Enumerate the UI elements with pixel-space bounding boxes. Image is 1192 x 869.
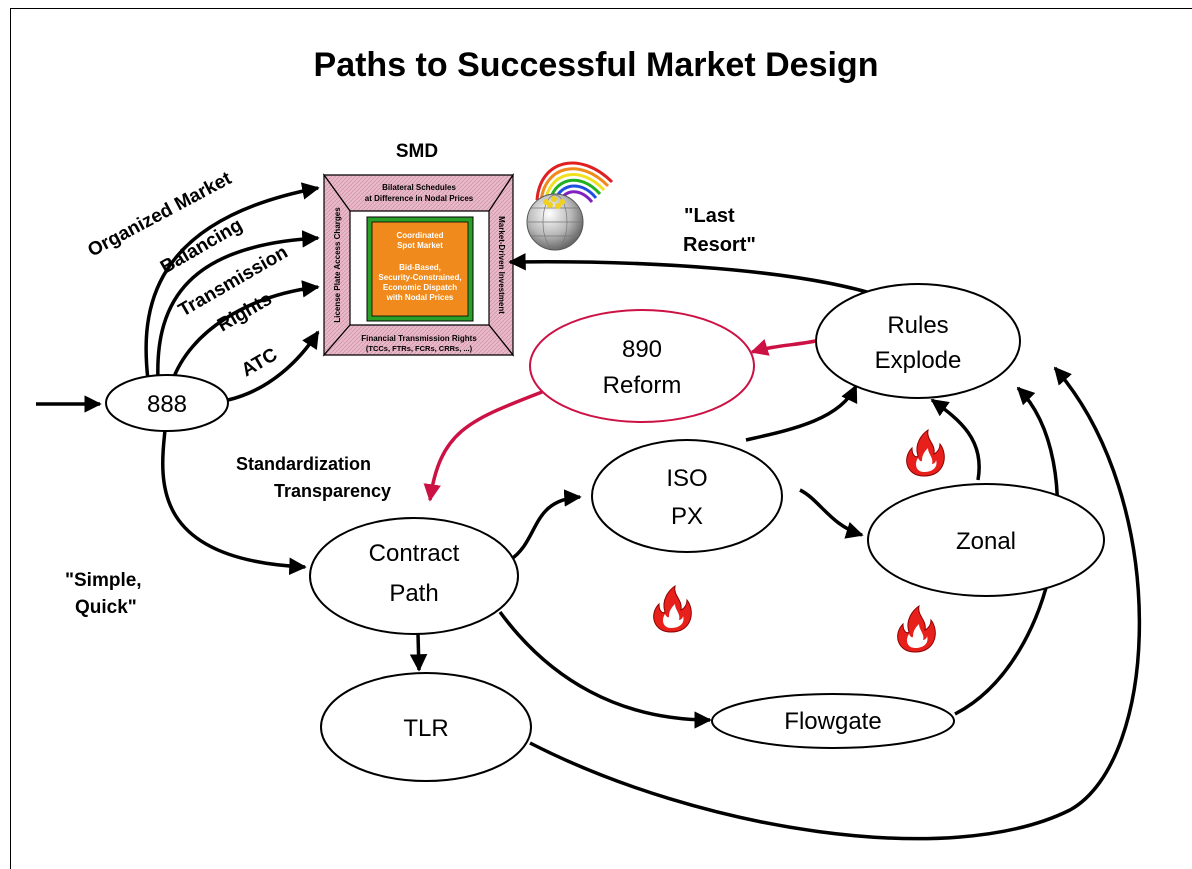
arrow-contract-to-tlr: [409, 633, 428, 672]
arrow-contract-to-iso: [508, 489, 582, 562]
node-zonal-label: Zonal: [956, 528, 1016, 555]
label-atc: ATC: [238, 344, 281, 381]
node-rules-line2: Explode: [875, 347, 962, 374]
smd-bottom-line1: Financial Transmission Rights: [361, 334, 477, 343]
smd-heading: SMD: [396, 141, 438, 162]
node-888: 888: [105, 374, 229, 432]
arrow-iso-to-zonal: [799, 488, 864, 539]
node-flowgate-label: Flowgate: [784, 708, 881, 735]
smd-right-text: Market-Driven Investment: [497, 216, 506, 314]
slide-frame: [10, 8, 1192, 869]
smd-center-line5: Economic Dispatch: [383, 283, 457, 292]
smd-center-line4: Security-Constrained,: [378, 273, 461, 282]
red-arrows: [423, 338, 821, 502]
arrow-iso-to-rules: [745, 384, 858, 442]
black-arrows: [36, 182, 1142, 841]
smd-top-panel: [322, 174, 515, 212]
node-rules-line1: Rules: [887, 312, 948, 339]
node-reform-line2: Reform: [603, 372, 682, 399]
node-contract-path: Contract Path: [309, 517, 519, 635]
smd-bottom-line2: (TCCs, FTRs, FCRs, CRRs, ...): [366, 344, 473, 353]
fire-icon: [906, 428, 945, 477]
arrow-rules-to-reform: [750, 338, 821, 356]
arrow-transmission-rights: [170, 280, 320, 383]
label-standardization: Standardization: [236, 454, 371, 474]
arrow-reform-to-contract: [423, 390, 543, 502]
smd-center-line2: Spot Market: [397, 241, 443, 250]
node-890-reform: 890 Reform: [529, 309, 755, 423]
smd-box: SMD Bilateral Schedules at Difference in…: [322, 141, 515, 357]
node-contract-line2: Path: [389, 580, 438, 607]
smd-left-text: License Plate Access Charges: [333, 207, 342, 323]
slide-title: Paths to Successful Market Design: [313, 46, 879, 84]
arrow-last-resort: [508, 253, 881, 298]
node-iso-line2: PX: [671, 503, 703, 530]
label-last-resort-line1: "Last: [684, 205, 735, 227]
node-888-label: 888: [147, 391, 187, 418]
node-rules-explode: Rules Explode: [815, 283, 1021, 399]
node-flowgate: Flowgate: [711, 693, 955, 749]
label-simple-line2: Quick": [75, 597, 137, 618]
smd-spot-market: [371, 221, 469, 317]
smd-center-line6: with Nodal Prices: [386, 293, 454, 302]
smd-center-line1: Coordinated: [396, 231, 443, 240]
node-iso-line1: ISO: [666, 465, 707, 492]
smd-bottom-panel: [322, 324, 515, 356]
fire-icon: [653, 584, 692, 633]
label-last-resort-line2: Resort": [683, 234, 756, 256]
label-simple-line1: "Simple,: [65, 570, 142, 591]
node-reform-line1: 890: [622, 336, 662, 363]
rainbow-pot-of-gold-icon: [526, 161, 614, 251]
smd-top-line1: Bilateral Schedules: [382, 183, 456, 192]
node-zonal: Zonal: [867, 483, 1105, 597]
arrow-zonal-to-rules: [930, 398, 981, 481]
label-transparency: Transparency: [274, 481, 391, 501]
node-tlr-label: TLR: [403, 715, 448, 742]
arrow-organized-market: [144, 182, 320, 381]
node-tlr: TLR: [320, 672, 532, 782]
node-iso-px: ISO PX: [591, 439, 783, 553]
arrow-contract-to-flowgate: [498, 610, 712, 729]
fire-icon: [897, 604, 936, 653]
node-contract-line1: Contract: [369, 540, 460, 567]
smd-top-line2: at Difference in Nodal Prices: [365, 194, 474, 203]
arrow-atc: [227, 330, 320, 402]
arrow-simple-quick: [161, 429, 307, 576]
arrow-balancing: [156, 230, 320, 381]
arrow-tlr-to-rules: [529, 366, 1142, 841]
smd-center-line3: Bid-Based,: [399, 263, 441, 272]
